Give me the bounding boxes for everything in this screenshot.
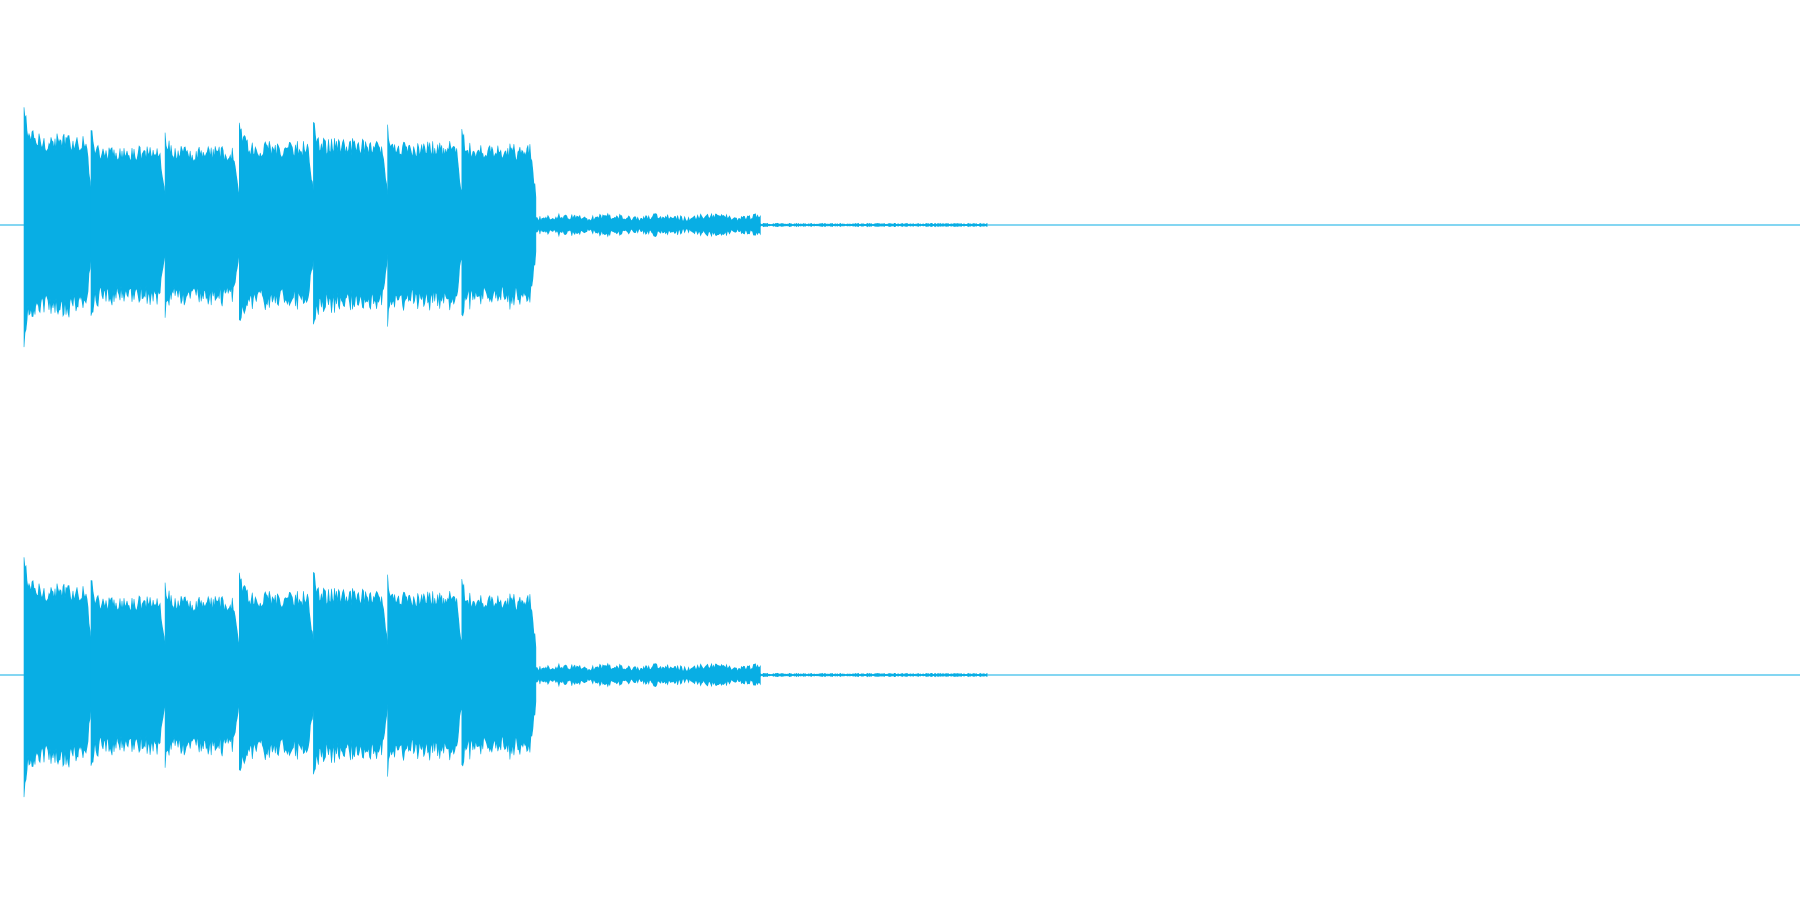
waveform-segment-loud <box>461 579 537 767</box>
waveform-segment-quiet <box>535 212 761 238</box>
waveform-segment-loud <box>164 582 240 768</box>
waveform-segment-loud <box>90 580 166 766</box>
waveform-segment-loud <box>164 132 240 318</box>
waveform-segment-loud <box>90 130 166 316</box>
waveform-segment-loud <box>313 571 388 775</box>
channel-right <box>0 557 1800 798</box>
waveform-segment-loud <box>313 121 388 325</box>
waveform-segment-faint <box>760 222 988 228</box>
waveform-segment-loud <box>23 107 92 348</box>
waveform-segment-loud <box>239 572 314 772</box>
waveform-segment-loud <box>387 124 463 327</box>
waveform-segment-loud <box>387 574 463 777</box>
waveform-segment-loud <box>461 129 537 317</box>
waveform-segment-loud <box>23 557 92 798</box>
waveform-segment-quiet <box>535 662 761 688</box>
waveform-segment-faint <box>760 672 988 678</box>
waveform-segment-loud <box>239 122 314 322</box>
channel-left <box>0 107 1800 348</box>
